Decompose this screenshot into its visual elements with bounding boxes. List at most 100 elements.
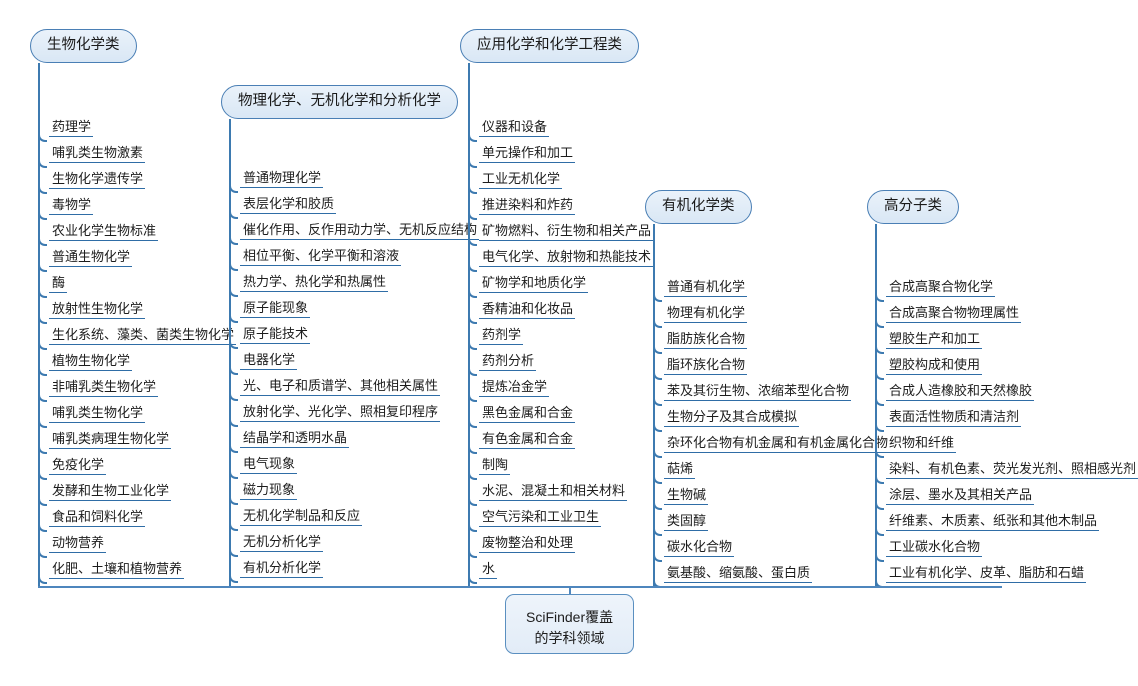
elbow-connector-icon (875, 406, 884, 432)
leaf-label: 仪器和设备 (479, 117, 550, 137)
elbow-connector-icon (468, 220, 477, 246)
leaf-label: 萜烯 (664, 459, 696, 479)
branch-spine (875, 224, 877, 586)
leaf-label: 普通物理化学 (240, 168, 324, 188)
leaf-label: 植物生物化学 (49, 351, 133, 371)
elbow-connector-icon (229, 427, 238, 453)
leaf-label: 相位平衡、化学平衡和溶液 (240, 246, 402, 266)
leaf-label: 推进染料和炸药 (479, 195, 576, 215)
elbow-connector-icon (653, 484, 662, 510)
leaf-label: 生化系统、藻类、菌类生物化学 (49, 325, 237, 345)
elbow-connector-icon (875, 354, 884, 380)
elbow-connector-icon (875, 302, 884, 328)
leaf-label: 矿物燃料、衍生物和相关产品 (479, 221, 654, 241)
leaf-label: 表层化学和胶质 (240, 194, 337, 214)
root-node[interactable]: SciFinder覆盖的学科领域 (505, 594, 634, 654)
elbow-connector-icon (468, 506, 477, 532)
elbow-connector-icon (38, 376, 47, 402)
leaf-label: 光、电子和质谱学、其他相关属性 (240, 376, 441, 396)
elbow-connector-icon (653, 432, 662, 458)
leaf-label: 磁力现象 (240, 480, 298, 500)
elbow-connector-icon (38, 272, 47, 298)
root-label-line-2: 的学科领域 (534, 630, 605, 646)
elbow-connector-icon (229, 453, 238, 479)
elbow-connector-icon (653, 276, 662, 302)
elbow-connector-icon (468, 194, 477, 220)
branch-header-node[interactable]: 生物化学类 (30, 29, 137, 63)
elbow-connector-icon (468, 480, 477, 506)
leaf-label: 生物化学遗传学 (49, 169, 146, 189)
branch-header-node[interactable]: 高分子类 (867, 190, 959, 224)
elbow-connector-icon (229, 375, 238, 401)
leaf-label: 药剂学 (479, 325, 524, 345)
leaf-label: 香精油和化妆品 (479, 299, 576, 319)
leaf-label: 提炼冶金学 (479, 377, 550, 397)
elbow-connector-icon (38, 324, 47, 350)
leaf-label: 脂环族化合物 (664, 355, 748, 375)
elbow-connector-icon (653, 562, 662, 588)
elbow-connector-icon (875, 276, 884, 302)
elbow-connector-icon (229, 531, 238, 557)
elbow-connector-icon (229, 245, 238, 271)
leaf-label: 苯及其衍生物、浓缩苯型化合物 (664, 381, 852, 401)
elbow-connector-icon (38, 142, 47, 168)
elbow-connector-icon (653, 458, 662, 484)
branch-header-node[interactable]: 有机化学类 (645, 190, 752, 224)
elbow-connector-icon (468, 168, 477, 194)
elbow-connector-icon (229, 193, 238, 219)
elbow-connector-icon (468, 272, 477, 298)
elbow-connector-icon (38, 532, 47, 558)
leaf-label: 矿物学和地质化学 (479, 273, 589, 293)
leaf-label: 氨基酸、缩氨酸、蛋白质 (664, 563, 813, 583)
leaf-label: 药剂分析 (479, 351, 537, 371)
leaf-label: 工业无机化学 (479, 169, 563, 189)
leaf-label: 非哺乳类生物化学 (49, 377, 159, 397)
elbow-connector-icon (653, 536, 662, 562)
elbow-connector-icon (38, 480, 47, 506)
elbow-connector-icon (38, 428, 47, 454)
elbow-connector-icon (653, 380, 662, 406)
leaf-label: 合成人造橡胶和天然橡胶 (886, 381, 1035, 401)
elbow-connector-icon (468, 246, 477, 272)
leaf-label: 普通有机化学 (664, 277, 748, 297)
elbow-connector-icon (38, 298, 47, 324)
elbow-connector-icon (229, 557, 238, 583)
leaf-label: 碳水化合物 (664, 537, 735, 557)
elbow-connector-icon (229, 401, 238, 427)
elbow-connector-icon (653, 328, 662, 354)
elbow-connector-icon (468, 454, 477, 480)
branch-spine (653, 224, 655, 586)
leaf-label: 生物碱 (664, 485, 709, 505)
leaf-label: 放射性生物化学 (49, 299, 146, 319)
elbow-connector-icon (229, 297, 238, 323)
leaf-label: 哺乳类生物化学 (49, 403, 146, 423)
elbow-connector-icon (229, 479, 238, 505)
leaf-label: 有机分析化学 (240, 558, 324, 578)
branch-header-node[interactable]: 应用化学和化学工程类 (460, 29, 639, 63)
leaf-label: 化肥、土壤和植物营养 (49, 559, 185, 579)
leaf-label: 工业碳水化合物 (886, 537, 983, 557)
leaf-label: 药理学 (49, 117, 94, 137)
leaf-label: 合成高聚合物化学 (886, 277, 996, 297)
leaf-label: 原子能现象 (240, 298, 311, 318)
leaf-label: 原子能技术 (240, 324, 311, 344)
leaf-label: 普通生物化学 (49, 247, 133, 267)
root-stub-line (569, 586, 571, 595)
leaf-label: 催化作用、反作用动力学、无机反应结构 (240, 220, 480, 240)
leaf-label: 织物和纤维 (886, 433, 957, 453)
leaf-label: 空气污染和工业卫生 (479, 507, 602, 527)
elbow-connector-icon (468, 350, 477, 376)
elbow-connector-icon (229, 271, 238, 297)
elbow-connector-icon (653, 510, 662, 536)
leaf-label: 塑胶生产和加工 (886, 329, 983, 349)
elbow-connector-icon (468, 532, 477, 558)
leaf-label: 无机化学制品和反应 (240, 506, 363, 526)
leaf-label: 食品和饲料化学 (49, 507, 146, 527)
leaf-label: 工业有机化学、皮革、脂肪和石蜡 (886, 563, 1087, 583)
root-trunk-line (38, 586, 1002, 588)
leaf-label: 农业化学生物标准 (49, 221, 159, 241)
leaf-label: 动物营养 (49, 533, 107, 553)
leaf-label: 水泥、混凝土和相关材料 (479, 481, 628, 501)
branch-header-node[interactable]: 物理化学、无机化学和分析化学 (221, 85, 458, 119)
